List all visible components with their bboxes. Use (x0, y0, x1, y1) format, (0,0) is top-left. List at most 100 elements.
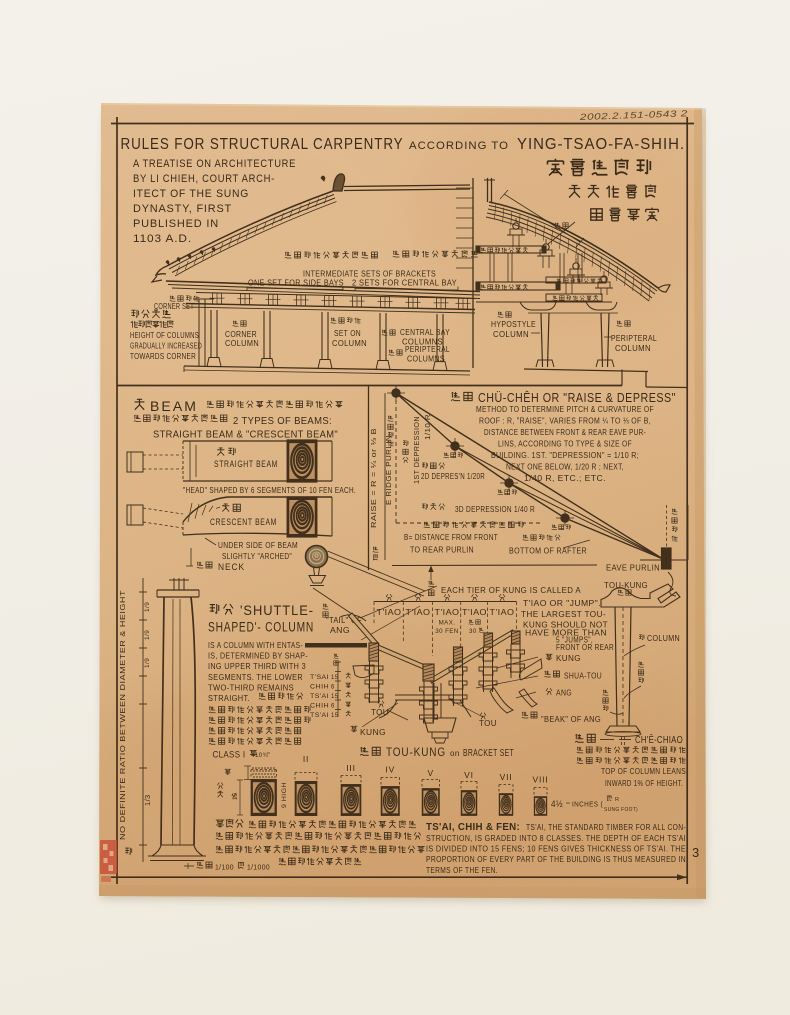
svg-text:BY LI CHIEH, COURT ARCH-: BY LI CHIEH, COURT ARCH- (133, 173, 275, 185)
svg-text:"TAIL" OF: "TAIL" OF (326, 615, 362, 625)
svg-text:TO REAR PURLIN: TO REAR PURLIN (410, 545, 474, 555)
svg-text:IS, DETERMINED BY SHAP-: IS, DETERMINED BY SHAP- (208, 651, 308, 661)
svg-text:T'IAO: T'IAO (377, 608, 402, 617)
svg-text:METHOD TO DETERMINE PITCH & CU: METHOD TO DETERMINE PITCH & CURVATURE OF (476, 404, 654, 414)
svg-text:INTERMEDIATE SETS OF BRACKETS: INTERMEDIATE SETS OF BRACKETS (303, 269, 436, 279)
svg-text:KUNG: KUNG (556, 653, 581, 663)
svg-text:1/9: 1/9 (144, 658, 151, 668)
svg-text:3D DEPRESSION 1/40 R: 3D DEPRESSION 1/40 R (455, 504, 535, 514)
svg-text:SEGMENTS. THE LOWER: SEGMENTS. THE LOWER (208, 672, 303, 682)
svg-text:ONE SET FOR SIDE BAYS: ONE SET FOR SIDE BAYS (248, 279, 344, 288)
svg-text:TS'AI: TS'AI (310, 712, 329, 719)
svg-text:1ST DEPRESSION: 1ST DEPRESSION (412, 416, 421, 484)
svg-text:DISTANCE BETWEEN FRONT & REAR: DISTANCE BETWEEN FRONT & REAR EAVE PUR- (484, 427, 646, 437)
svg-text:CH'Ê-CHIAO: CH'Ê-CHIAO (635, 735, 683, 746)
svg-text:1/1000: 1/1000 (247, 863, 270, 872)
svg-text:IS DIVIDED INTO 15 FENS; 10 FE: IS DIVIDED INTO 15 FENS; 10 FENS GIVES T… (426, 845, 686, 854)
svg-text:UNDER SIDE OF BEAM: UNDER SIDE OF BEAM (218, 540, 298, 550)
svg-text:TS'AI, CHIH & FEN:: TS'AI, CHIH & FEN: (426, 822, 520, 833)
svg-text:"HEAD" SHAPED BY 6 SEGMENTS OF: "HEAD" SHAPED BY 6 SEGMENTS OF 10 FEN EA… (183, 485, 356, 495)
svg-text:GRADUALLY INCREASED: GRADUALLY INCREASED (130, 341, 202, 351)
svg-text:CHÜ-CHÊH OR "RAISE & DEPRESS": CHÜ-CHÊH OR "RAISE & DEPRESS" (478, 390, 676, 405)
svg-text:VI: VI (464, 770, 474, 780)
svg-text:TOU: TOU (371, 707, 389, 717)
svg-text:MAX.: MAX. (439, 620, 456, 627)
svg-text:T'SAI: T'SAI (310, 674, 329, 681)
svg-text:HYPOSTYLE: HYPOSTYLE (491, 319, 536, 329)
svg-text:1103 A.D.: 1103 A.D. (133, 233, 192, 245)
svg-text:2 SETS FOR CENTRAL BAY: 2 SETS FOR CENTRAL BAY (352, 279, 457, 288)
svg-text:ACCORDING TO: ACCORDING TO (409, 140, 509, 152)
svg-text:RAISE = R = ¼ or ⅓ B: RAISE = R = ¼ or ⅓ B (369, 428, 378, 528)
svg-text:COLUMN: COLUMN (647, 633, 680, 643)
svg-text:T'IAO: T'IAO (462, 608, 487, 617)
svg-text:1/100: 1/100 (215, 863, 234, 872)
svg-text:CORNER SET: CORNER SET (154, 302, 194, 311)
svg-text:III: III (346, 763, 356, 773)
svg-text:3: 3 (692, 845, 700, 860)
svg-text:INCHES (: INCHES ( (572, 800, 603, 809)
svg-text:30: 30 (469, 628, 477, 635)
svg-text:1/9: 1/9 (144, 602, 151, 612)
svg-text:15: 15 (331, 675, 339, 681)
svg-text:TOU-KUNG: TOU-KUNG (604, 580, 648, 590)
svg-text:NO DEFINITE RATIO BETWEEN DIAM: NO DEFINITE RATIO BETWEEN DIAMETER & HEI… (118, 590, 127, 840)
svg-text:BUILDING. 1ST. "DEPRESSION": BUILDING. 1ST. "DEPRESSION" = 1/10 R; (491, 450, 639, 460)
svg-text:COLUMNS: COLUMNS (407, 354, 445, 364)
svg-text:VIII: VIII (533, 775, 549, 785)
svg-text:PROPORTION OF EVERY PART OF TH: PROPORTION OF EVERY PART OF THE BUILDING… (426, 855, 686, 864)
svg-text:15: 15 (233, 792, 239, 800)
svg-text:T'IAO OR "JUMP".: T'IAO OR "JUMP". (523, 598, 601, 608)
svg-text:STRAIGHT BEAM: STRAIGHT BEAM (214, 459, 278, 469)
svg-text:T'IAO: T'IAO (435, 608, 460, 617)
svg-text:CRESCENT BEAM: CRESCENT BEAM (210, 517, 277, 527)
svg-text:4½: 4½ (551, 799, 563, 809)
svg-text:1/3: 1/3 (143, 794, 152, 806)
svg-text:COLUMN: COLUMN (225, 338, 259, 348)
svg-text:PERIPTERAL: PERIPTERAL (405, 344, 450, 354)
svg-text:ING UPPER THIRD WITH 3: ING UPPER THIRD WITH 3 (208, 661, 306, 671)
svg-text:INWARD 1% OF HEIGHT.: INWARD 1% OF HEIGHT. (605, 778, 683, 788)
svg-text:30 FEN: 30 FEN (435, 628, 458, 635)
svg-text:2D DEPRES'N 1/20R: 2D DEPRES'N 1/20R (421, 472, 485, 481)
svg-text:SLIGHTLY "ARCHED": SLIGHTLY "ARCHED" (222, 551, 292, 561)
svg-text:PERIPTERAL: PERIPTERAL (611, 333, 657, 343)
svg-text:VII: VII (500, 772, 513, 782)
svg-text:10¾: 10¾ (255, 752, 268, 759)
svg-text:NECK: NECK (218, 562, 245, 572)
svg-text:SHUA-TOU: SHUA-TOU (564, 671, 602, 681)
svg-text:5 "JUMPS",: 5 "JUMPS", (556, 635, 593, 645)
svg-text:II: II (303, 754, 309, 764)
svg-text:TS'AI, THE STANDARD TIMBER FOR: TS'AI, THE STANDARD TIMBER FOR ALL CON- (526, 823, 686, 832)
svg-text:SHAPED'- COLUMN: SHAPED'- COLUMN (208, 620, 314, 635)
svg-text:EAVE PURLIN: EAVE PURLIN (606, 563, 660, 573)
svg-text:EACH TIER OF KUNG IS CALLED A: EACH TIER OF KUNG IS CALLED A (441, 585, 581, 595)
svg-text:CLASS I: CLASS I (213, 750, 246, 760)
svg-text:CENTRAL BAY: CENTRAL BAY (400, 327, 450, 337)
svg-text:COLUMN: COLUMN (332, 338, 367, 348)
svg-text:E RIDGE PURLIN: E RIDGE PURLIN (384, 435, 393, 505)
svg-text:2002.2.151-0543 2: 2002.2.151-0543 2 (578, 108, 688, 122)
svg-text:15: 15 (331, 694, 339, 700)
svg-text:COLUMNS: COLUMNS (402, 337, 443, 347)
svg-text:TS'AI: TS'AI (310, 693, 329, 700)
svg-text:KUNG: KUNG (360, 727, 386, 737)
svg-text:ITECT OF THE SUNG: ITECT OF THE SUNG (133, 188, 249, 200)
svg-text:BEAM: BEAM (150, 399, 198, 414)
svg-text:SET ON: SET ON (334, 328, 361, 338)
svg-text:PUBLISHED IN: PUBLISHED IN (133, 218, 219, 230)
svg-text:LINS, ACCORDING TO TYPE & SIZE: LINS, ACCORDING TO TYPE & SIZE OF (498, 439, 632, 449)
svg-text:T'IAO: T'IAO (406, 608, 431, 617)
svg-text:on: on (450, 749, 460, 758)
svg-text:TOP OF COLUMN LEANS: TOP OF COLUMN LEANS (601, 766, 686, 776)
svg-text:15: 15 (331, 713, 339, 719)
svg-text:TOU: TOU (479, 718, 497, 728)
svg-text:1/40 R, ETC.; ETC.: 1/40 R, ETC.; ETC. (524, 473, 606, 483)
svg-text:"BEAK" OF ANG: "BEAK" OF ANG (541, 714, 601, 724)
svg-text:BOTTOM OF RAFTER: BOTTOM OF RAFTER (509, 546, 587, 556)
svg-text:KUNG SHOULD NOT: KUNG SHOULD NOT (523, 620, 608, 630)
svg-text:ROOF : R, "RAISE", VARIES FRO: ROOF : R, "RAISE", VARIES FROM ¼ TO ⅓ OF… (479, 416, 651, 426)
svg-text:ANG: ANG (556, 689, 572, 698)
svg-text:BRACKET SET: BRACKET SET (463, 747, 514, 759)
svg-text:YING-TSAO-FA-SHIH.: YING-TSAO-FA-SHIH. (517, 136, 685, 153)
